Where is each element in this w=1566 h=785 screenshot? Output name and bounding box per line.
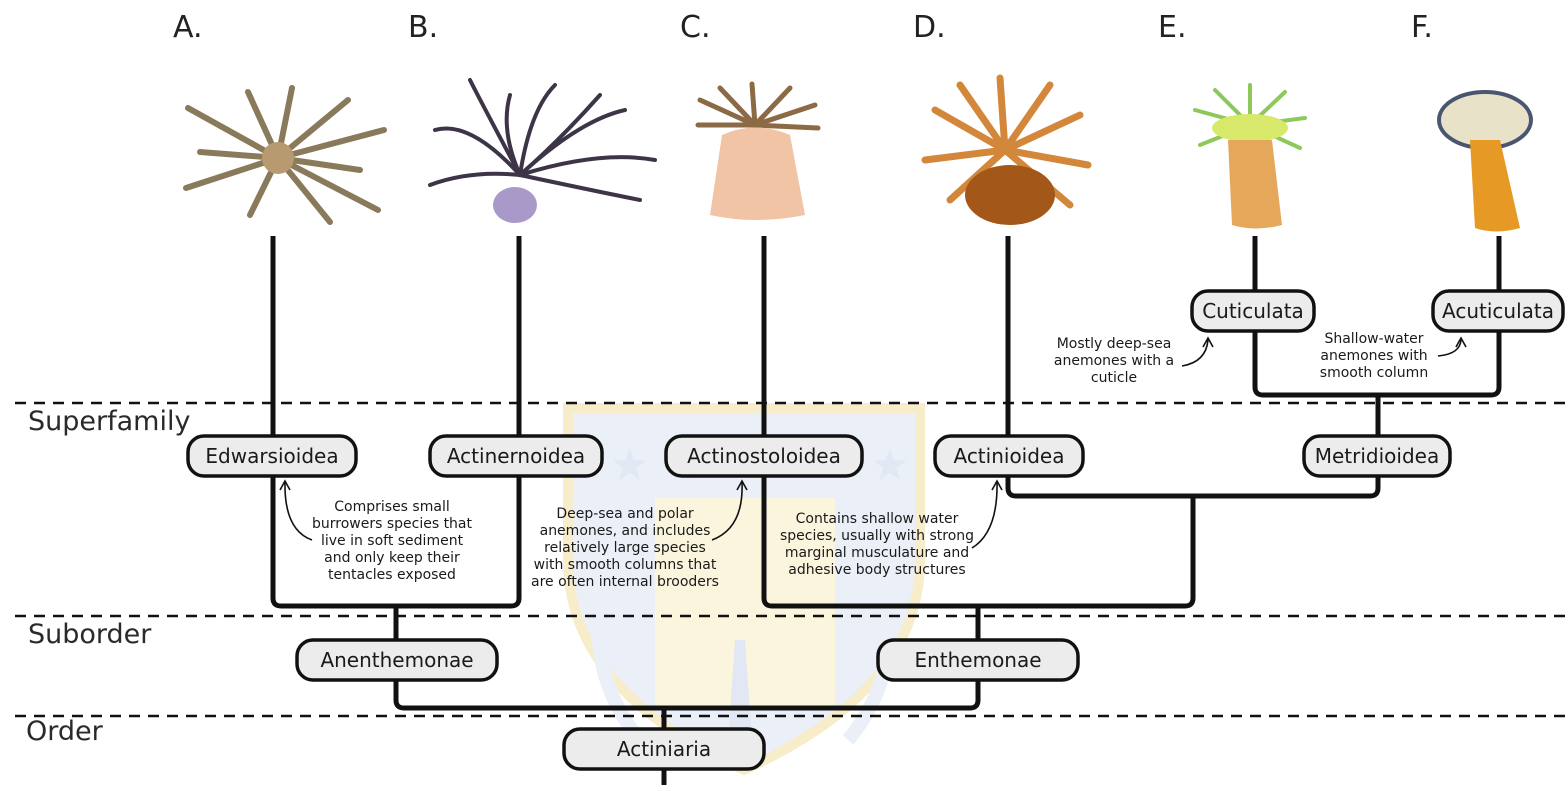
svg-text:relatively large species: relatively large species — [544, 540, 706, 556]
svg-text:Actinernoidea: Actinernoidea — [447, 444, 585, 468]
sea-anemone-a-icon — [186, 88, 384, 222]
sea-anemone-c-icon — [698, 84, 818, 220]
note-actinioidea: Contains shallow water species, usually … — [780, 511, 974, 578]
arrow-edwarsioidea — [285, 482, 312, 540]
rank-order: Order — [26, 716, 104, 747]
node-anenthemonae: Anenthemonae — [297, 640, 497, 680]
node-actinostoloidea: Actinostoloidea — [666, 436, 862, 476]
note-cuticulata: Mostly deep-sea anemones with a cuticle — [1054, 336, 1174, 386]
svg-text:are often internal brooders: are often internal brooders — [531, 574, 719, 590]
svg-text:Contains shallow water: Contains shallow water — [796, 511, 959, 527]
sea-anemone-b-icon — [430, 80, 655, 223]
svg-text:Shallow-water: Shallow-water — [1324, 331, 1423, 347]
svg-text:anemones, and includes: anemones, and includes — [540, 523, 711, 539]
label-c: C. — [680, 10, 710, 45]
rank-suborder: Suborder — [28, 619, 152, 650]
svg-text:Acuticulata: Acuticulata — [1442, 299, 1554, 323]
label-e: E. — [1158, 10, 1187, 45]
svg-text:★: ★ — [870, 440, 909, 491]
svg-text:Deep-sea and polar: Deep-sea and polar — [556, 506, 694, 522]
note-edwarsioidea: Comprises small burrowers species that l… — [312, 499, 473, 583]
svg-text:Edwarsioidea: Edwarsioidea — [205, 444, 338, 468]
svg-text:and only keep their: and only keep their — [324, 550, 460, 566]
svg-text:Mostly deep-sea: Mostly deep-sea — [1057, 336, 1172, 352]
label-b: B. — [408, 10, 438, 45]
svg-text:Actinioidea: Actinioidea — [953, 444, 1064, 468]
svg-text:Cuticulata: Cuticulata — [1202, 299, 1304, 323]
svg-text:live in soft sediment: live in soft sediment — [321, 533, 464, 549]
sea-anemone-e-icon — [1195, 85, 1305, 229]
svg-text:Actiniaria: Actiniaria — [617, 737, 711, 761]
sea-anemone-f-icon — [1439, 92, 1531, 232]
node-actinioidea: Actinioidea — [935, 436, 1083, 476]
svg-text:Actinostoloidea: Actinostoloidea — [687, 444, 841, 468]
node-enthemonae: Enthemonae — [878, 640, 1078, 680]
label-a: A. — [173, 10, 203, 45]
node-actiniaria: Actiniaria — [564, 729, 764, 769]
note-acuticulata: Shallow-water anemones with smooth colum… — [1320, 331, 1428, 381]
svg-text:anemones with: anemones with — [1320, 348, 1427, 364]
label-f: F. — [1411, 10, 1433, 45]
svg-text:anemones with a: anemones with a — [1054, 353, 1174, 369]
svg-text:Comprises small: Comprises small — [334, 499, 449, 515]
svg-text:Metridioidea: Metridioidea — [1315, 444, 1439, 468]
arrow-acuticulata — [1438, 340, 1461, 356]
note-actinostoloidea: Deep-sea and polar anemones, and include… — [531, 506, 719, 590]
svg-text:Enthemonae: Enthemonae — [914, 648, 1041, 672]
svg-text:with smooth columns that: with smooth columns that — [534, 557, 717, 573]
svg-text:species, usually with strong: species, usually with strong — [780, 528, 974, 544]
svg-text:cuticle: cuticle — [1091, 370, 1137, 386]
svg-text:adhesive body structures: adhesive body structures — [788, 562, 965, 578]
svg-text:burrowers species that: burrowers species that — [312, 516, 473, 532]
node-cuticulata: Cuticulata — [1192, 291, 1314, 331]
sea-anemone-d-icon — [925, 78, 1088, 225]
node-metridioidea: Metridioidea — [1304, 436, 1450, 476]
rank-superfamily: Superfamily — [28, 406, 190, 437]
svg-text:Anenthemonae: Anenthemonae — [320, 648, 473, 672]
svg-text:marginal musculature and: marginal musculature and — [785, 545, 969, 561]
svg-text:tentacles exposed: tentacles exposed — [328, 567, 456, 583]
node-edwarsioidea: Edwarsioidea — [188, 436, 356, 476]
svg-text:smooth column: smooth column — [1320, 365, 1428, 381]
svg-text:★: ★ — [610, 440, 649, 491]
arrow-actinioidea — [972, 482, 997, 548]
node-actinernoidea: Actinernoidea — [430, 436, 602, 476]
label-d: D. — [913, 10, 946, 45]
node-acuticulata: Acuticulata — [1433, 291, 1563, 331]
